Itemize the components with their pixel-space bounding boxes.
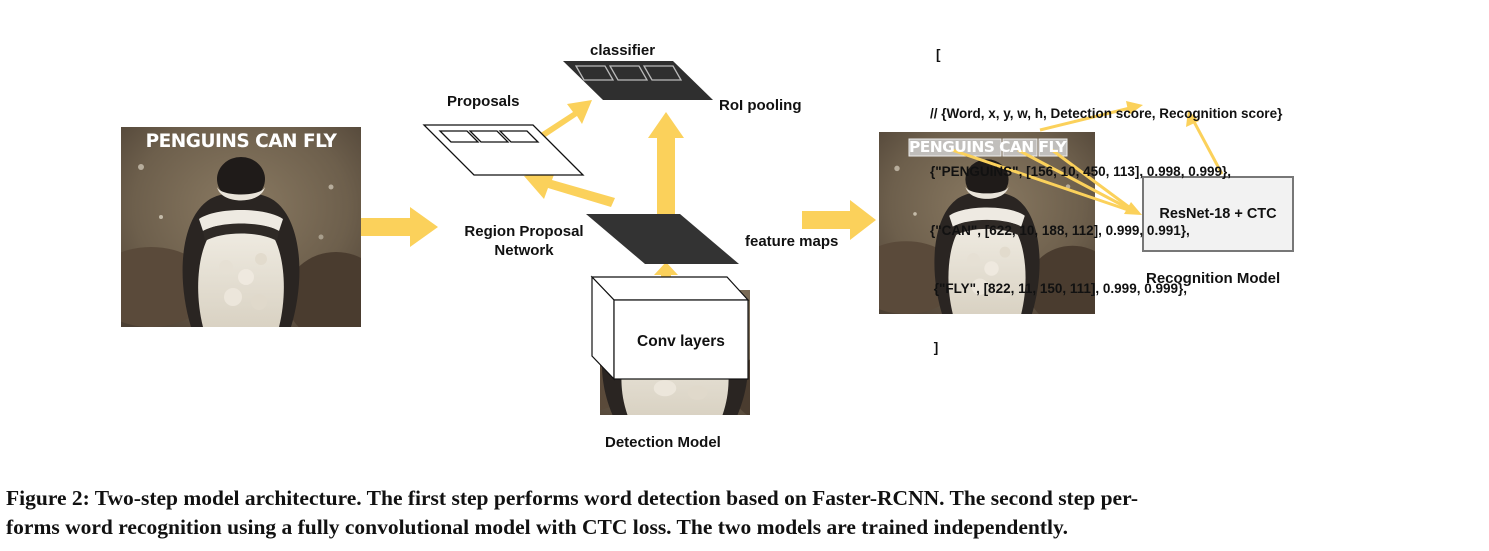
rpn-label-line1: Region Proposal [464, 223, 584, 240]
caption-line1: Figure 2: Two-step model architecture. T… [6, 486, 1138, 510]
output-json-line: ] [930, 339, 939, 355]
arrowhead-to-output [1126, 101, 1143, 115]
output-json-line: // {Word, x, y, w, h, Detection score, R… [930, 105, 1283, 121]
arrows [361, 100, 876, 290]
arrow-proposals-to-classifier [533, 100, 592, 142]
detected-meme-caption: PENGUINS CAN FLY [909, 138, 1067, 156]
roi-pooling-plane [563, 61, 713, 100]
arrow-features-to-roi [648, 112, 684, 215]
input-image [121, 127, 361, 327]
arrow-conv-to-features [654, 262, 678, 290]
feature-map-plane [586, 214, 739, 264]
bbox-penguins [908, 138, 1002, 157]
bbox-fly [1038, 138, 1068, 157]
resnet-ctc-box: ResNet-18 + CTC [1142, 176, 1294, 252]
output-json-line: {"PENGUINS", [156, 10, 450, 113], 0.998,… [930, 164, 1231, 179]
recognition-links [951, 106, 1224, 215]
arrow-features-to-proposals [524, 169, 615, 207]
output-json-line: {"FLY", [822, 11, 150, 111], 0.999, 0.99… [930, 281, 1187, 296]
meme-caption: PENGUINS CAN FLY [145, 131, 337, 152]
output-json-line: [ [936, 47, 941, 62]
detected-image [879, 132, 1095, 314]
arrow-input-to-rpn [361, 207, 438, 247]
roi-pooling-label: RoI pooling [719, 97, 802, 114]
rpn-label: Region Proposal Network [449, 222, 599, 260]
arrow-features-to-image [802, 200, 876, 240]
proposals-plane [422, 124, 585, 176]
caption-line2: forms word recognition using a fully con… [6, 515, 1068, 539]
bbox-can [1002, 138, 1038, 157]
classifier-label: classifier [590, 42, 656, 59]
feature-maps-label: feature maps [745, 233, 839, 250]
conv-layers-box [590, 275, 750, 381]
proposals-label: Proposals [447, 93, 520, 110]
detection-model-label: Detection Model [605, 434, 721, 451]
output-json-line: {"CAN", [622, 10, 188, 112], 0.999, 0.99… [930, 222, 1190, 238]
figure-caption: Figure 2: Two-step model architecture. T… [6, 484, 1482, 542]
rpn-label-line2: Network [494, 242, 554, 259]
conv-layers-label: Conv layers [637, 333, 725, 350]
recognition-model-label: Recognition Model [1146, 270, 1281, 287]
output-json: [ // {Word, x, y, w, h, Detection score,… [930, 6, 1282, 377]
arrowhead-resnet-to-output [1186, 110, 1199, 127]
arrowhead-to-resnet [1124, 202, 1142, 215]
